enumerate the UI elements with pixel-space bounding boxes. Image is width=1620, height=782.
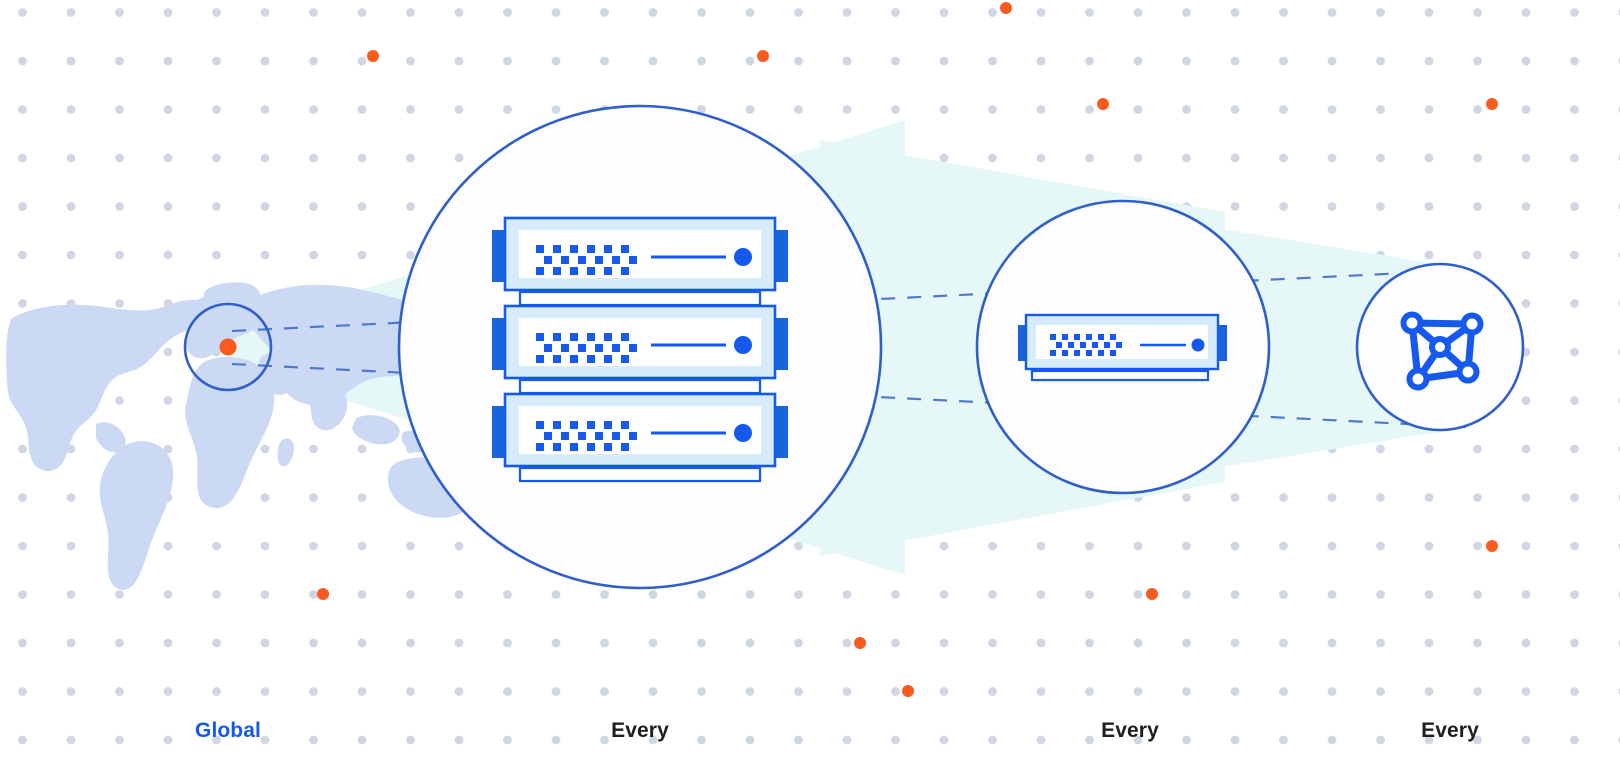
- stage-label-global-network: Global network: [128, 668, 328, 782]
- stage-icon-global-network: [183, 302, 273, 392]
- server-led-grid-1: [536, 245, 637, 275]
- server-unit-1: [492, 216, 788, 292]
- stage-label-service-line1: Every: [1421, 719, 1479, 742]
- rack-base-bar: [518, 466, 762, 483]
- stage-icon-server: [975, 199, 1271, 495]
- network-graph-nodes: [1400, 311, 1484, 391]
- stage-label-service: Every service: [1350, 668, 1550, 782]
- stage-label-server-line1: Every: [1101, 719, 1159, 742]
- single-server-unit: [1018, 313, 1227, 382]
- server-led-grid-3: [536, 421, 637, 451]
- accent-dots: [317, 2, 1498, 697]
- stage-label-data-center-line1: Every: [611, 719, 669, 742]
- server-led-grid-2: [536, 333, 637, 363]
- stage-icon-service: [1355, 262, 1525, 432]
- stage-label-server: Every server: [1030, 668, 1230, 782]
- stage-label-data-center: Every data center: [540, 668, 740, 782]
- server-unit-3: [492, 392, 788, 468]
- map-pin-dot: [219, 338, 237, 356]
- server-unit-2: [492, 304, 788, 380]
- stage-icon-data-center: [397, 104, 883, 590]
- server-led-grid-single: [1050, 334, 1122, 356]
- stage-label-global-network-line1: Global: [195, 719, 261, 742]
